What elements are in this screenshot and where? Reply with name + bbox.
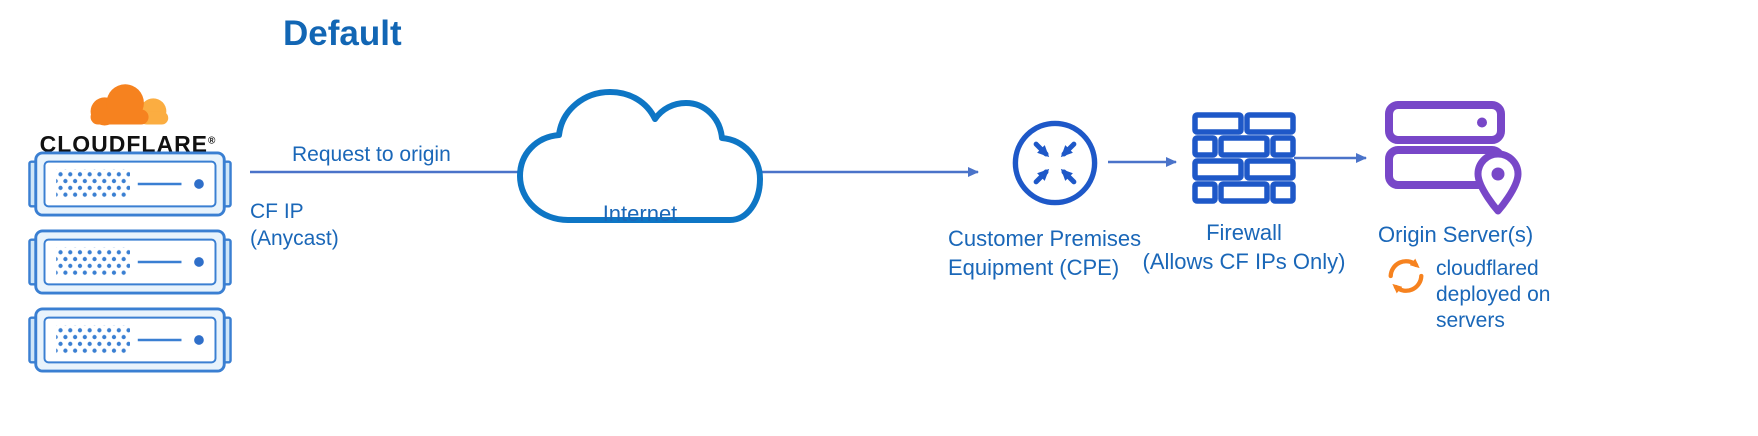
- registered-mark: ®: [208, 135, 217, 147]
- edge-server-icon-3: [28, 306, 232, 374]
- request-to-origin-label: Request to origin: [292, 143, 451, 166]
- internet-cloud-icon: [517, 89, 763, 223]
- internet-label: Internet: [602, 201, 678, 226]
- firewall-icon: [1192, 112, 1296, 204]
- origin-server-label: Origin Server(s): [1378, 222, 1534, 247]
- cloudflared-sync-icon: [1388, 258, 1424, 294]
- cf-ip-anycast-label: CF IP (Anycast): [250, 200, 339, 250]
- location-pin-icon: [1474, 150, 1522, 215]
- firewall-label: Firewall (Allows CF IPs Only): [1142, 220, 1346, 274]
- cpe-icon: [1012, 120, 1098, 206]
- cloudflare-logo: CLOUDFLARE®: [26, 74, 230, 156]
- cpe-label: Customer Premises Equipment (CPE): [948, 226, 1142, 280]
- cloudflare-cloud-icon: [90, 84, 169, 126]
- cloudflared-label: cloudflared deployed on servers: [1436, 257, 1551, 332]
- edge-server-icon-1: [28, 150, 232, 218]
- diagram-title: Default: [283, 14, 402, 53]
- edge-server-icon-2: [28, 228, 232, 296]
- origin-server-icon: [1385, 101, 1522, 215]
